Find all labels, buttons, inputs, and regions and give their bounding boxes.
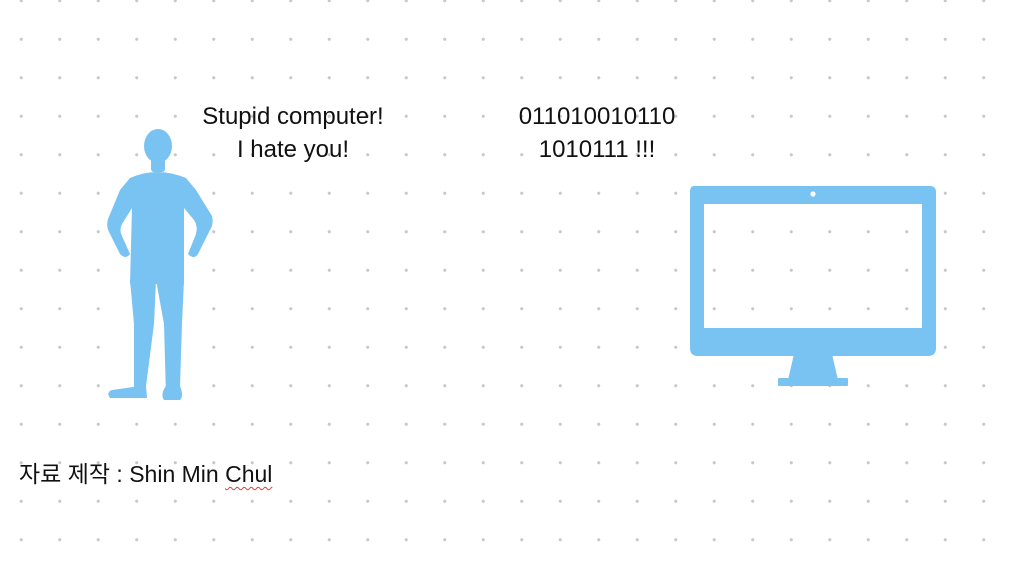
credit-prefix: 자료 제작 : — [19, 461, 130, 487]
person-silhouette-icon — [107, 129, 213, 400]
computer-speech-line-1: 011010010110 — [518, 103, 676, 130]
desktop-monitor-icon — [690, 186, 936, 386]
human-speech-text: Stupid computer! I hate you! — [168, 100, 418, 166]
credit-line: 자료 제작 : Shin Min Chul — [19, 458, 272, 490]
human-speech-line-1: Stupid computer! — [202, 103, 384, 130]
computer-speech-text: 011010010110 1010111 !!! — [472, 100, 722, 166]
human-speech-line-2: I hate you! — [236, 136, 350, 163]
computer-speech-line-2: 1010111 !!! — [538, 136, 656, 163]
credit-name-spellcheck-word: Chul — [225, 461, 273, 487]
credit-name: Shin Min — [129, 461, 226, 487]
